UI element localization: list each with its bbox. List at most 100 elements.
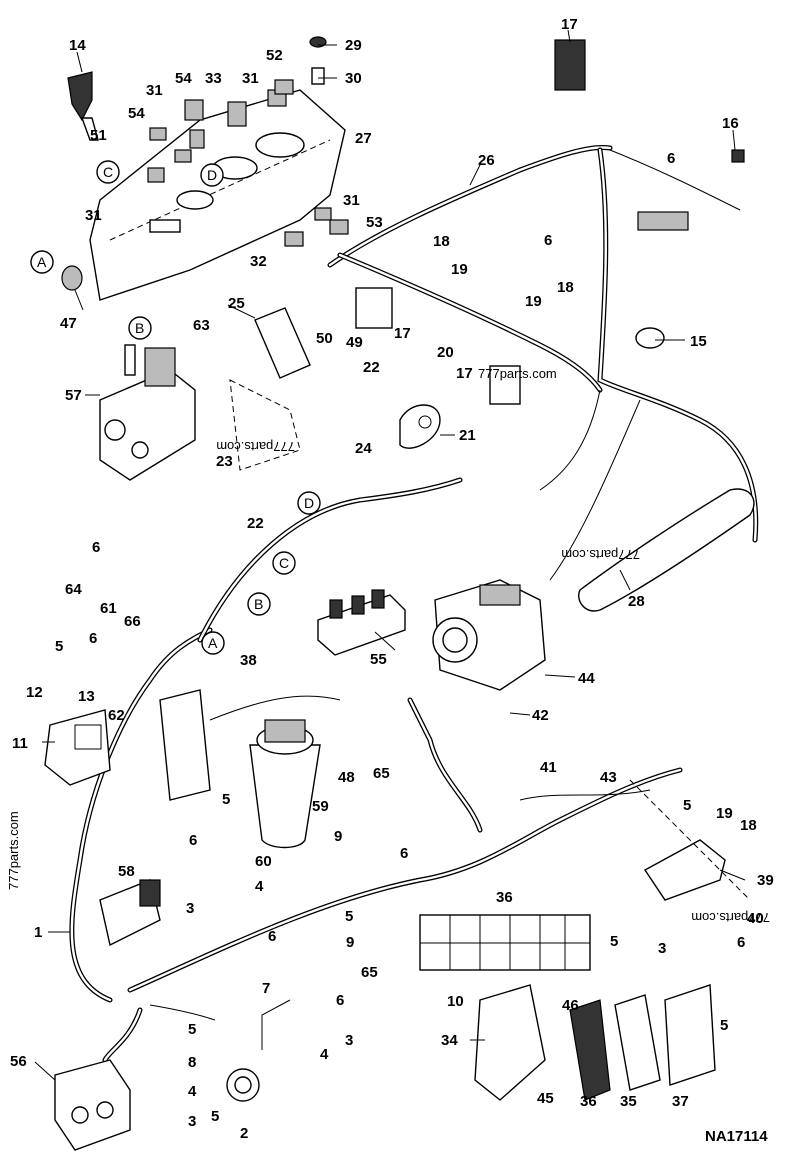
callout-28: 28 [628,593,645,610]
dome-light [399,404,441,449]
callout-58: 58 [118,863,135,880]
callout-60: 60 [255,853,272,870]
callout-4: 4 [188,1083,197,1100]
callout-8: 8 [188,1054,196,1071]
callout-66: 66 [124,613,141,630]
svg-text:A: A [208,635,218,651]
svg-text:C: C [279,555,289,571]
mounting-bracket [629,779,751,901]
callout-13: 13 [78,688,95,705]
callout-19: 19 [525,293,542,310]
callout-5: 5 [188,1021,196,1038]
watermark-5: 777parts.com [691,910,770,925]
callout-5: 5 [683,797,691,814]
callout-6: 6 [667,150,675,167]
watermark-3: 777parts.com [561,547,640,562]
callout-5: 5 [222,791,230,808]
callout-46: 46 [562,997,579,1014]
controller-module [44,709,111,786]
overhead-harness [327,144,759,581]
callout-45: 45 [537,1090,554,1107]
callout-19: 19 [716,805,733,822]
callout-19: 19 [451,261,468,278]
callout-6: 6 [544,232,552,249]
callout-61: 61 [100,600,117,617]
callout-17: 17 [561,16,578,33]
callout-18: 18 [433,233,450,250]
callout-54: 54 [128,105,145,122]
svg-text:C: C [103,164,113,180]
callout-34: 34 [441,1032,458,1049]
callout-20: 20 [437,344,454,361]
callout-7: 7 [262,980,270,997]
callout-15: 15 [690,333,707,350]
harness-cover [578,488,755,612]
callout-36: 36 [496,889,513,906]
callout-63: 63 [193,317,210,334]
callout-6: 6 [92,539,100,556]
callout-47: 47 [60,315,77,332]
callout-64: 64 [65,581,82,598]
callout-52: 52 [266,47,283,64]
callout-55: 55 [370,651,387,668]
callout-6: 6 [89,630,97,647]
watermark-4: 777parts.com [6,811,21,890]
callout-38: 38 [240,652,257,669]
callout-6: 5 [610,933,618,950]
callout-35: 35 [620,1093,637,1110]
callout-3: 3 [188,1113,196,1130]
callout-6: 6 [400,845,408,862]
callout-16: 16 [722,115,739,132]
horn [226,999,291,1102]
callout-49: 49 [346,334,363,351]
callout-32: 32 [250,253,267,270]
callout-42: 42 [532,707,549,724]
callout-17: 17 [394,325,411,342]
callout-31: 31 [146,82,163,99]
svg-text:D: D [304,495,314,511]
callout-53: 53 [366,214,383,231]
callout-44: 44 [578,670,595,687]
callout-9: 9 [346,934,354,951]
callout-9: 9 [334,828,342,845]
dash-panel-bracket [89,89,346,301]
connection-point-a: A A [30,250,225,655]
switch-parts [61,36,349,291]
callout-22: 22 [247,515,264,532]
callout-5: 5 [211,1108,219,1125]
callout-5: 5 [55,638,63,655]
joystick-handle [67,71,99,141]
callout-31: 31 [242,70,259,87]
callout-6: 6 [268,928,276,945]
leader-lines [34,29,746,1081]
callout-14: 14 [69,37,86,54]
callout-59: 59 [312,798,329,815]
callout-27: 27 [355,130,372,147]
callout-3: 3 [658,940,666,957]
callout-25: 25 [228,295,245,312]
svg-text:B: B [254,596,263,612]
dome-light-connectors [355,39,745,405]
main-harness [69,477,683,1063]
svg-text:B: B [135,320,144,336]
callout-51: 51 [90,127,107,144]
callout-50: 50 [316,330,333,347]
control-valve [99,344,196,481]
watermarks: 777parts.com 777parts.com 777parts.com 7… [6,366,770,925]
callout-57: 57 [65,387,82,404]
callout-5: 5 [720,1017,728,1034]
watermark-1: 777parts.com [478,366,557,381]
callout-31: 31 [343,192,360,209]
callout-6: 6 [189,832,197,849]
solenoid-valve-block [317,589,406,656]
connection-point-b: B B [128,316,271,616]
callout-65: 65 [361,964,378,981]
callout-1: 1 [34,924,42,941]
callout-10: 10 [447,993,464,1010]
callout-12: 12 [26,684,43,701]
callout-26: 26 [478,152,495,169]
watermark-2: 777parts.com [216,439,295,454]
connection-point-c: C C [96,160,296,575]
callout-56: 56 [10,1053,27,1070]
